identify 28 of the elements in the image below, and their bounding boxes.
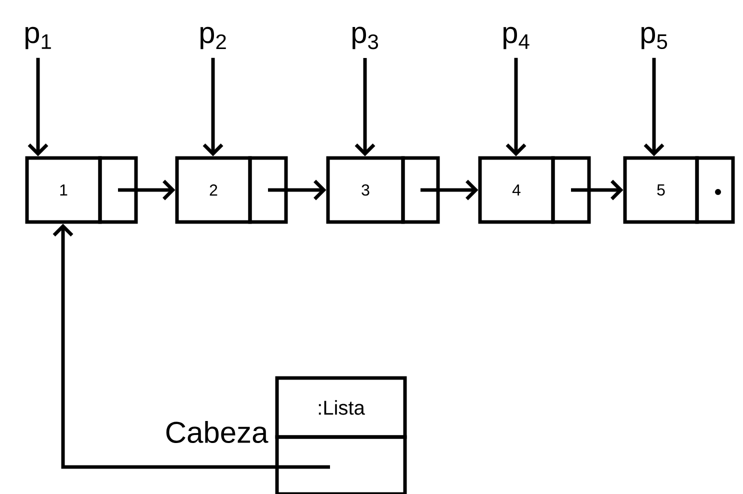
data-cell: 5 bbox=[623, 156, 699, 224]
pointer-cell bbox=[401, 156, 440, 224]
arrow bbox=[118, 180, 176, 200]
pointer-cell bbox=[695, 156, 735, 224]
pointer-cell bbox=[248, 156, 288, 224]
data-cell: 2 bbox=[175, 156, 252, 224]
pointer-label: p$_{1}$ bbox=[26, 26, 51, 50]
attribute-label: Cabeza bbox=[166, 420, 268, 443]
pointer-label: p$_{4}$ bbox=[504, 26, 530, 50]
arrow bbox=[571, 180, 624, 200]
arrow bbox=[506, 58, 526, 156]
arrow bbox=[268, 180, 326, 200]
arrow bbox=[52, 224, 330, 469]
data-cell: 1 bbox=[25, 156, 102, 224]
arrow bbox=[28, 58, 48, 156]
pointer-label: p$_{3}$ bbox=[352, 26, 378, 50]
arrow bbox=[354, 58, 376, 156]
pointer-label: p$_{2}$ bbox=[200, 26, 226, 50]
object-attribute bbox=[275, 435, 407, 494]
data-cell: 4 bbox=[478, 156, 555, 224]
arrow bbox=[202, 58, 224, 156]
object-header: :Lista bbox=[275, 376, 407, 439]
pointer-cell bbox=[551, 156, 591, 224]
pointer-label: p$_{5}$ bbox=[642, 26, 668, 50]
data-cell: 3 bbox=[326, 156, 405, 224]
pointer-cell bbox=[98, 156, 138, 224]
arrow bbox=[420, 180, 478, 200]
arrow bbox=[644, 58, 664, 156]
